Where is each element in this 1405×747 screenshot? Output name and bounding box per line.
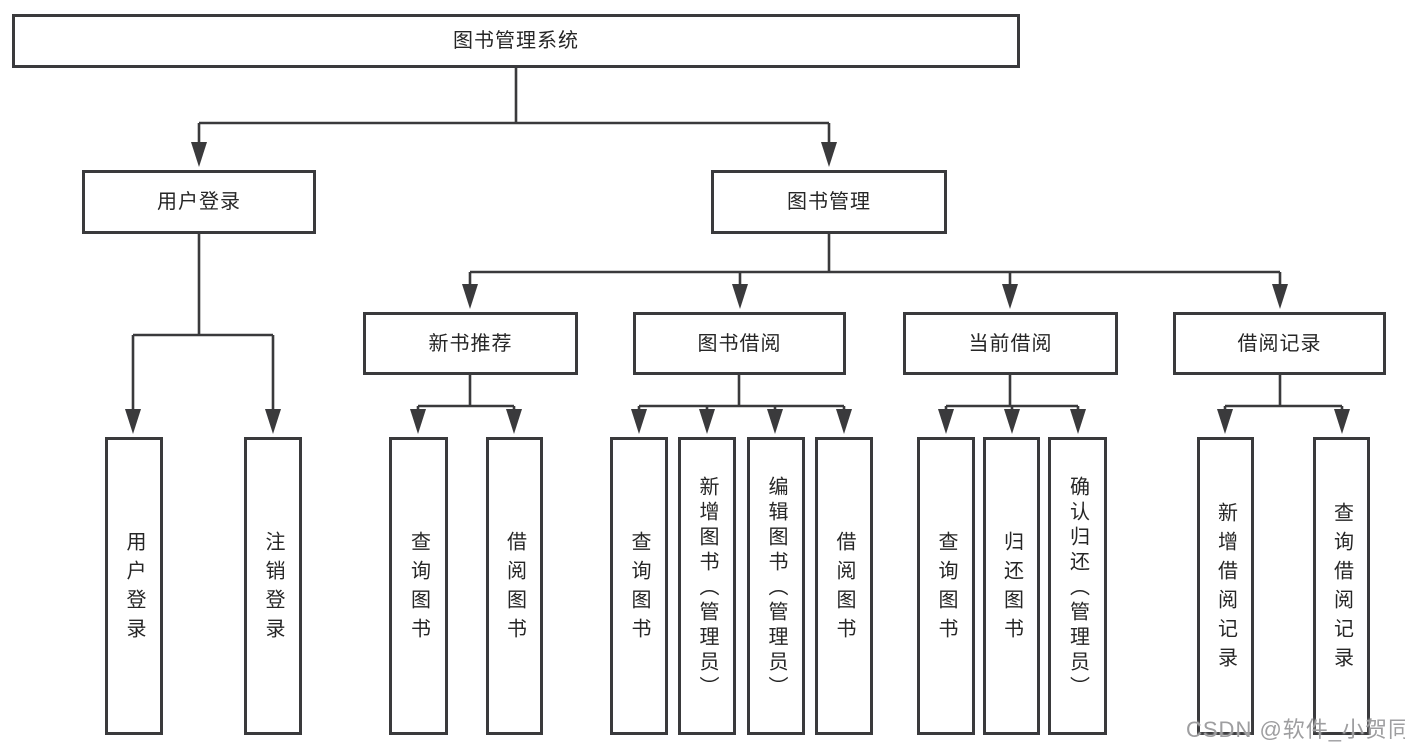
arrowhead-leaf-login bbox=[125, 409, 141, 434]
arrowhead-g3c3 bbox=[767, 409, 783, 434]
leaf-add-borrow-record: 新增借阅记录 bbox=[1197, 437, 1254, 735]
arrowhead-g4c1 bbox=[938, 409, 954, 434]
arrowhead-book-borrow bbox=[732, 284, 748, 309]
arrowhead-g4c3 bbox=[1070, 409, 1086, 434]
leaf-add-books-admin: 新增图书（管理员） bbox=[678, 437, 736, 735]
leaf-query-books-2: 查询图书 bbox=[610, 437, 668, 735]
connector-root-legs bbox=[197, 123, 831, 144]
connector-user-login-group bbox=[131, 234, 275, 411]
watermark-text: CSDN @软件_小贺同学 bbox=[1186, 717, 1405, 742]
arrowhead-g5c1 bbox=[1217, 409, 1233, 434]
arrowhead-user-login bbox=[191, 142, 207, 167]
leaf-logout: 注销登录 bbox=[244, 437, 302, 735]
connector-book-management-group bbox=[468, 234, 1282, 286]
arrowhead-leaf-logout bbox=[265, 409, 281, 434]
arrowhead-g5c2 bbox=[1334, 409, 1350, 434]
arrowhead-g4c2 bbox=[1004, 409, 1020, 434]
node-new-book-recommend: 新书推荐 bbox=[363, 312, 578, 375]
arrowhead-g3c2 bbox=[699, 409, 715, 434]
connector-book-borrow-group bbox=[637, 375, 846, 411]
node-library-management-system: 图书管理系统 bbox=[12, 14, 1020, 68]
arrowhead-book-management bbox=[821, 142, 837, 167]
node-user-login: 用户登录 bbox=[82, 170, 316, 234]
node-current-borrowing: 当前借阅 bbox=[903, 312, 1118, 375]
arrowhead-g3c1 bbox=[631, 409, 647, 434]
node-book-borrowing: 图书借阅 bbox=[633, 312, 846, 375]
connector-borrow-records-group bbox=[1223, 375, 1344, 411]
leaf-query-borrow-record: 查询借阅记录 bbox=[1313, 437, 1370, 735]
leaf-borrow-books-1: 借阅图书 bbox=[486, 437, 543, 735]
node-borrowing-records: 借阅记录 bbox=[1173, 312, 1386, 375]
node-book-management: 图书管理 bbox=[711, 170, 947, 234]
leaf-query-books-3: 查询图书 bbox=[917, 437, 975, 735]
leaf-return-books: 归还图书 bbox=[983, 437, 1040, 735]
leaf-confirm-return-admin: 确认归还（管理员） bbox=[1048, 437, 1107, 735]
connector-root bbox=[199, 68, 829, 125]
arrowhead-new-book bbox=[462, 284, 478, 309]
leaf-query-books-1: 查询图书 bbox=[389, 437, 448, 735]
arrowhead-g2c1 bbox=[410, 409, 426, 434]
connector-current-borrow-group bbox=[944, 375, 1080, 411]
arrowhead-g3c4 bbox=[836, 409, 852, 434]
arrowhead-g2c2 bbox=[506, 409, 522, 434]
arrowhead-current-borrow bbox=[1002, 284, 1018, 309]
leaf-user-login: 用户登录 bbox=[105, 437, 163, 735]
leaf-borrow-books-2: 借阅图书 bbox=[815, 437, 873, 735]
arrowhead-borrow-records bbox=[1272, 284, 1288, 309]
leaf-edit-books-admin: 编辑图书（管理员） bbox=[747, 437, 805, 735]
connector-new-book-group bbox=[416, 375, 516, 411]
